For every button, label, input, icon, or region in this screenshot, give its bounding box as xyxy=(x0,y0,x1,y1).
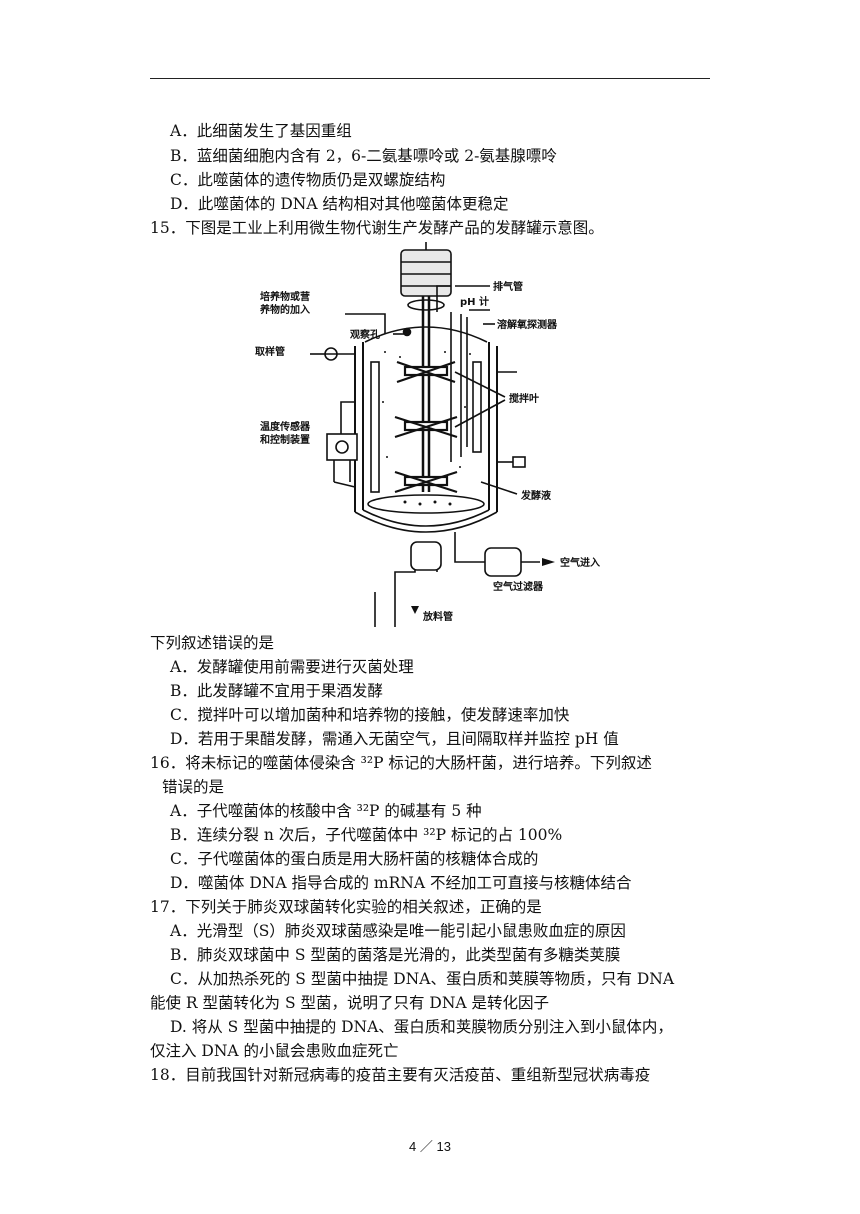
q14-option-c: C．此噬菌体的遗传物质仍是双螺旋结构 xyxy=(170,171,446,189)
q17-option-a: A．光滑型（S）肺炎双球菌感染是唯一能引起小鼠患败血症的原因 xyxy=(170,922,626,940)
q16-stem-2: 错误的是 xyxy=(162,778,225,796)
q18-stem: 18．目前我国针对新冠病毒的疫苗主要有灭活疫苗、重组新型冠状病毒疫 xyxy=(150,1066,651,1084)
label-window: 观察孔 xyxy=(350,328,380,341)
q16-stem-1: 16．将未标记的噬菌体侵染含 ³²P 标记的大肠杆菌，进行培养。下列叙述 xyxy=(150,754,652,772)
q15-option-a: A．发酵罐使用前需要进行灭菌处理 xyxy=(170,658,414,676)
q16-option-d: D．噬菌体 DNA 指导合成的 mRNA 不经加工可直接与核糖体结合 xyxy=(170,874,632,892)
page-number: 4 ／ 13 xyxy=(409,1139,451,1154)
label-feed-1: 培养物或营 xyxy=(260,290,310,303)
header-rule xyxy=(150,78,710,79)
label-broth: 发酵液 xyxy=(520,489,551,502)
q17-option-c-1: C．从加热杀死的 S 型菌中抽提 DNA、蛋白质和荚膜等物质，只有 DNA xyxy=(170,970,675,988)
q17-option-b: B．肺炎双球菌中 S 型菌的菌落是光滑的，此类型菌有多糖类荚膜 xyxy=(170,946,621,964)
q14-option-d: D．此噬菌体的 DNA 结构相对其他噬菌体更稳定 xyxy=(170,195,509,213)
label-do-probe: 溶解氧探测器 xyxy=(497,318,558,331)
fermenter-diagram: 排气管 pH 计 培养物或营 养物的加入 观察孔 溶解氧探测器 取样管 搅拌叶 … xyxy=(255,242,600,627)
q17-option-d-1: D. 将从 S 型菌中抽提的 DNA、蛋白质和荚膜物质分别注入到小鼠体内， xyxy=(170,1018,673,1036)
label-air-in: 空气进入 xyxy=(560,556,600,569)
q15-option-d: D．若用于果醋发酵，需通入无菌空气，且间隔取样并监控 pH 值 xyxy=(170,730,619,748)
q16-option-c: C．子代噬菌体的蛋白质是用大肠杆菌的核糖体合成的 xyxy=(170,850,539,868)
q14-option-b: B．蓝细菌细胞内含有 2，6-二氨基嘌呤或 2-氨基腺嘌呤 xyxy=(170,147,557,165)
q16-option-a: A．子代噬菌体的核酸中含 ³²P 的碱基有 5 种 xyxy=(170,802,482,820)
label-sampling: 取样管 xyxy=(255,345,285,358)
label-air-filter: 空气过滤器 xyxy=(493,580,544,593)
q15-option-c: C．搅拌叶可以增加菌种和培养物的接触，使发酵速率加快 xyxy=(170,706,570,724)
label-discharge: 放料管 xyxy=(422,610,453,623)
q15-option-b: B．此发酵罐不宜用于果酒发酵 xyxy=(170,682,383,700)
label-impeller: 搅拌叶 xyxy=(509,392,539,405)
q15-prompt: 下列叙述错误的是 xyxy=(150,634,275,652)
label-temp-2: 和控制装置 xyxy=(259,433,310,446)
q17-stem: 17．下列关于肺炎双球菌转化实验的相关叙述，正确的是 xyxy=(150,898,542,916)
q17-option-c-2: 能使 R 型菌转化为 S 型菌，说明了只有 DNA 是转化因子 xyxy=(150,994,550,1012)
label-exhaust: 排气管 xyxy=(493,280,523,293)
label-temp-1: 温度传感器 xyxy=(260,420,311,433)
label-ph: pH 计 xyxy=(460,295,489,308)
label-feed-2: 养物的加入 xyxy=(259,303,310,316)
q14-option-a: A．此细菌发生了基因重组 xyxy=(170,122,352,140)
q15-stem: 15．下图是工业上利用微生物代谢生产发酵产品的发酵罐示意图。 xyxy=(150,219,604,237)
q16-option-b: B．连续分裂 n 次后，子代噬菌体中 ³²P 标记的占 100% xyxy=(170,826,563,844)
motor-shape xyxy=(400,249,452,297)
q17-option-d-2: 仅注入 DNA 的小鼠会患败血症死亡 xyxy=(150,1042,399,1060)
